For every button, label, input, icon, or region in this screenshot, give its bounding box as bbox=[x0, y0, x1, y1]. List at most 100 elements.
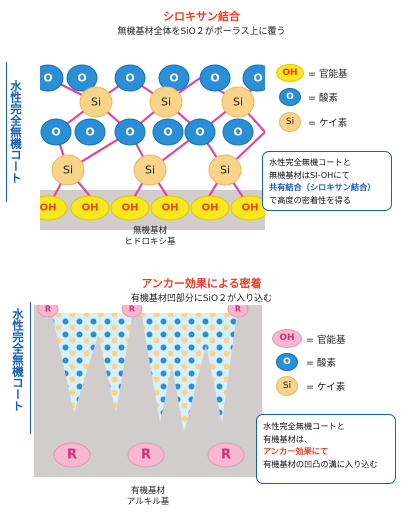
oxygen-atom bbox=[66, 64, 98, 92]
bottom-note-line2: 有機基材は、 bbox=[263, 433, 313, 444]
silicon-atom bbox=[51, 154, 85, 186]
anchor-title: アンカー効果による密着 bbox=[141, 277, 262, 290]
hydroxy-group bbox=[110, 195, 150, 221]
oxygen-atom bbox=[114, 64, 146, 92]
o-legend-icon-2: O bbox=[276, 353, 298, 371]
silicon-label: Si bbox=[161, 96, 171, 109]
bottom-legend-o: O = 酸素 bbox=[272, 353, 336, 371]
alkyl-group bbox=[207, 442, 245, 468]
oxygen-atom bbox=[199, 64, 231, 92]
top-caption: 無機基材 ヒドロキシ基 bbox=[90, 226, 210, 249]
bottom-caption-substrate: 有機基材 bbox=[130, 486, 165, 496]
silicon-label: Si bbox=[233, 96, 243, 109]
top-caption-substrate: 無機基材 bbox=[132, 226, 167, 236]
anchor-subtitle: 有機基材凹部分にSiO２が入り込む bbox=[130, 294, 273, 304]
alkyl-label-small: R bbox=[45, 305, 51, 314]
top-caption-hydroxy: ヒドロキシ基 bbox=[124, 237, 176, 248]
bottom-legend-oh: OH = 官能基 bbox=[272, 329, 345, 348]
silicon-atom bbox=[133, 154, 167, 186]
alkyl-group bbox=[53, 442, 91, 468]
oxygen-label: O bbox=[253, 72, 262, 85]
oh-legend-icon-2: OH bbox=[272, 329, 302, 348]
bottom-caption: 有機基材 アルキル基 bbox=[88, 486, 208, 509]
bottom-bracket-line bbox=[30, 302, 43, 434]
silicon-label: Si bbox=[91, 96, 101, 109]
oxygen-label: O bbox=[163, 126, 172, 139]
top-legend-o: O = 酸素 bbox=[276, 88, 338, 106]
oxygen-label: O bbox=[77, 72, 86, 85]
si-legend-text: = ケイ素 bbox=[308, 118, 348, 129]
hydroxy-group bbox=[190, 195, 230, 221]
oh-legend-text-2: = 官能基 bbox=[306, 334, 346, 346]
oxygen-label: O bbox=[195, 126, 204, 139]
bottom-note-line4: 有機基材の凹凸の溝に入り込む bbox=[263, 459, 378, 470]
oxygen-label: O bbox=[125, 126, 134, 139]
alkyl-group bbox=[127, 442, 165, 468]
alkyl-label-small: R bbox=[235, 305, 241, 314]
top-note-line4: で高度の密着性を得る bbox=[269, 195, 351, 206]
hydroxy-label: OH bbox=[242, 203, 259, 214]
bottom-note-box: 水性完全無機コートと 有機基材は、 アンカー効果にて 有機基材の凹凸の溝に入り込… bbox=[256, 414, 396, 484]
alkyl-label-small: R bbox=[129, 305, 135, 314]
oxygen-label: O bbox=[125, 72, 134, 85]
oh-legend-icon: OH bbox=[276, 64, 304, 82]
organic-substrate bbox=[34, 305, 262, 477]
si-legend-icon: Si bbox=[279, 112, 301, 132]
anchor-structure: R R R R R R bbox=[34, 305, 262, 477]
oxygen-atom bbox=[40, 64, 64, 92]
alkyl-group-small bbox=[37, 305, 59, 318]
hydroxy-label: OH bbox=[122, 203, 139, 214]
alkyl-label: R bbox=[67, 448, 77, 463]
si-legend-text-2: = ケイ素 bbox=[306, 382, 346, 393]
o-legend-text: = 酸素 bbox=[308, 93, 338, 104]
oxygen-atom bbox=[242, 64, 265, 92]
oxygen-atom bbox=[40, 118, 72, 146]
oxygen-label: O bbox=[210, 72, 219, 85]
top-legend-oh: OH = 官能基 bbox=[276, 64, 347, 82]
silicon-atom bbox=[79, 86, 113, 118]
hydroxy-group bbox=[40, 195, 68, 221]
oh-legend-text: = 官能基 bbox=[308, 69, 348, 80]
top-bracket-line bbox=[6, 62, 19, 202]
o-legend-text-2: = 酸素 bbox=[306, 358, 336, 369]
alkyl-group-small bbox=[121, 305, 143, 318]
oxygen-atom bbox=[114, 118, 146, 146]
siloxane-subtitle: 無機基材全体をSiO２がポーラス上に覆う bbox=[117, 27, 286, 37]
o-legend-icon: O bbox=[279, 88, 301, 106]
hydroxy-group bbox=[150, 195, 190, 221]
bottom-caption-alkyl: アルキル基 bbox=[126, 497, 170, 508]
top-note-box: 水性完全無機コートと 無機基材はSI-OHにて 共有結合（シロキサン結合） で高… bbox=[262, 151, 392, 211]
alkyl-label: R bbox=[221, 448, 231, 463]
oxygen-atom bbox=[152, 118, 184, 146]
alkyl-label: R bbox=[141, 448, 151, 463]
bottom-vertical-label: 水性完全無機コート bbox=[11, 308, 25, 412]
hydroxy-label: OH bbox=[202, 203, 219, 214]
silicon-atom bbox=[208, 154, 242, 186]
si-legend-icon-2: Si bbox=[276, 376, 298, 396]
hydroxy-label: OH bbox=[162, 203, 179, 214]
oxygen-label: O bbox=[43, 72, 52, 85]
top-legend-si: Si = ケイ素 bbox=[276, 112, 347, 132]
hydroxy-label: OH bbox=[40, 203, 56, 214]
hydroxy-group bbox=[230, 195, 265, 221]
oxygen-label: O bbox=[85, 126, 94, 139]
top-vertical-label: 水性完全無機コート bbox=[9, 80, 23, 184]
hydroxy-label: OH bbox=[82, 203, 99, 214]
silicon-label: Si bbox=[63, 164, 73, 177]
bottom-legend-si: Si = ケイ素 bbox=[272, 376, 345, 396]
bottom-note-line1: 水性完全無機コートと bbox=[263, 421, 345, 431]
bottom-note-line3: アンカー効果にて bbox=[263, 446, 329, 457]
oxygen-atom bbox=[222, 118, 254, 146]
alkyl-group-small bbox=[227, 305, 249, 318]
oxygen-label: O bbox=[233, 126, 242, 139]
hydroxy-group bbox=[70, 195, 110, 221]
oxygen-atom bbox=[74, 118, 106, 146]
siloxane-title: シロキサン結合 bbox=[163, 10, 240, 23]
silicon-label: Si bbox=[145, 164, 155, 177]
oxygen-label: O bbox=[169, 72, 178, 85]
top-note-line3: 共有結合（シロキサン結合） bbox=[269, 182, 376, 193]
oxygen-label: O bbox=[51, 126, 60, 139]
silicon-atom bbox=[149, 86, 183, 118]
silicon-label: Si bbox=[220, 164, 230, 177]
